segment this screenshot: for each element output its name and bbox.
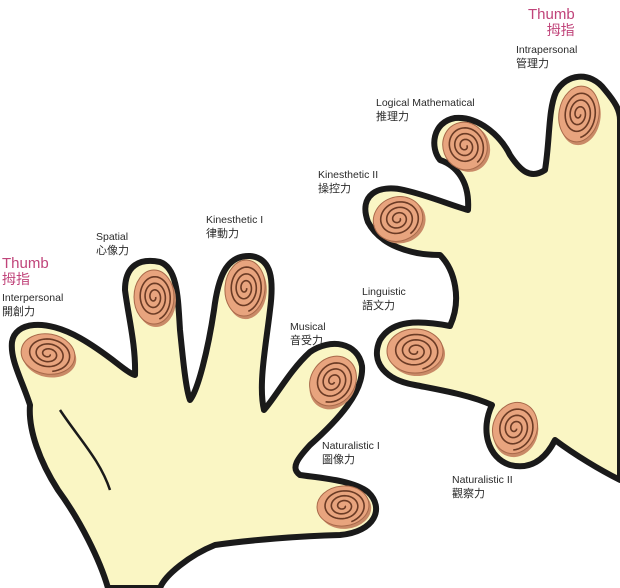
fingerprint-spiral [28, 338, 71, 373]
fingerprint-spiral [316, 362, 353, 403]
fingerprint-spiral [379, 201, 420, 235]
fingerprint-linguistic [386, 328, 445, 376]
fingerprint-intrapersonal [558, 85, 601, 146]
fingerprint-spiral [230, 266, 262, 312]
fingerprint-spiral [139, 275, 172, 320]
right-thumb-zh: 拇指 [546, 22, 575, 39]
left-thumb-en: Thumb [2, 255, 49, 272]
fingerprint-group [20, 85, 601, 529]
label-en: Spatial [96, 231, 129, 243]
left-thumb-label: Thumb 拇指 [2, 255, 49, 288]
fingerprint-spiral [394, 333, 439, 370]
left-thumb-zh: 拇指 [2, 271, 30, 288]
fingerprint-musical [309, 355, 357, 410]
fingerprint-naturalistic-1 [316, 485, 372, 529]
label-zh: 觀察力 [452, 487, 485, 501]
fingerprint-spiral [499, 408, 534, 451]
fingerprint-spiral [564, 92, 597, 139]
label-zh: 管理力 [516, 57, 549, 71]
fingerprint-kinesthetic-1 [224, 259, 267, 320]
label-zh: 音受力 [290, 334, 323, 348]
fingerprint-pad [442, 121, 488, 171]
label-zh: 律動力 [206, 227, 239, 241]
label-spatial: Spatial 心像力 [96, 231, 129, 258]
label-en: Kinesthetic II [318, 169, 379, 181]
fingerprint-spiral [448, 127, 485, 163]
label-en: Kinesthetic I [206, 214, 264, 226]
label-interpersonal: Interpersonal 開創力 [2, 292, 63, 319]
label-zh: 語文力 [362, 299, 395, 313]
label-zh: 開創力 [2, 305, 35, 319]
right-thumb-label: Thumb 拇指 [528, 6, 575, 39]
label-zh: 推理力 [376, 110, 409, 124]
label-en: Intrapersonal [516, 44, 578, 56]
label-logical-mathematical: Logical Mathematical 推理力 [376, 97, 475, 124]
label-en: Linguistic [362, 286, 406, 298]
label-kinesthetic-1: Kinesthetic I 律動力 [206, 214, 263, 241]
label-linguistic: Linguistic 語文力 [362, 286, 406, 313]
fingerprint-kinesthetic-2 [372, 196, 426, 244]
label-en: Interpersonal [2, 292, 64, 304]
label-zh: 圖像力 [322, 453, 355, 467]
label-naturalistic-2: Naturalistic II 觀察力 [452, 474, 513, 501]
fingerprint-spatial [133, 269, 176, 327]
label-kinesthetic-2: Kinesthetic II 操控力 [318, 169, 378, 196]
label-musical: Musical 音受力 [290, 321, 326, 348]
label-intrapersonal: Intrapersonal 管理力 [516, 44, 577, 71]
left-hand-crease [58, 409, 112, 491]
fingerprint-naturalistic-2 [491, 401, 539, 458]
fingerprint-spiral [324, 490, 365, 523]
label-en: Naturalistic I [322, 440, 380, 452]
label-zh: 操控力 [318, 182, 351, 196]
label-en: Musical [290, 321, 326, 333]
label-naturalistic-1: Naturalistic I 圖像力 [322, 440, 380, 467]
label-en: Logical Mathematical [376, 97, 475, 109]
right-thumb-en: Thumb [528, 6, 575, 23]
fingerprint-interpersonal [20, 333, 77, 378]
left-hand-shape [8, 252, 380, 588]
right-hand-shape [362, 73, 620, 483]
label-zh: 心像力 [96, 244, 129, 258]
fingerprint-logical-mathematical [442, 121, 491, 172]
label-en: Naturalistic II [452, 474, 513, 486]
